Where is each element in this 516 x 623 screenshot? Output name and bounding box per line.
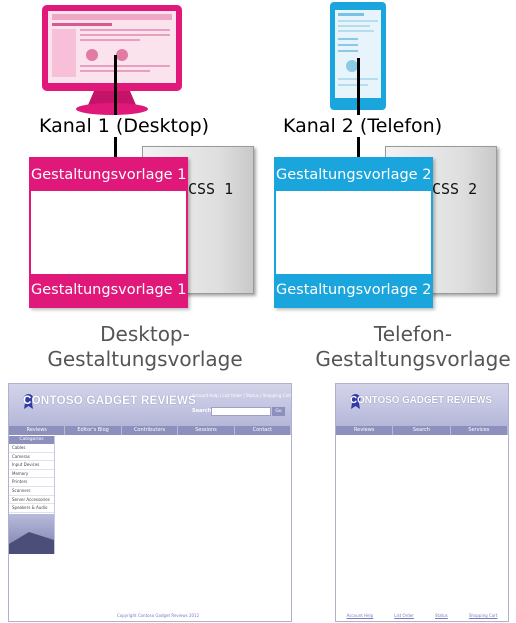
master-page-1-title-line1: Desktop- (100, 322, 190, 346)
category-item[interactable]: Cameras (9, 453, 54, 462)
desktop-search-input[interactable] (211, 407, 271, 416)
phone-footer-link-0[interactable]: Account Help (346, 613, 374, 618)
desktop-nav-item-0[interactable]: Reviews (9, 426, 66, 435)
desktop-site-logo: CONTOSO GADGET REVIEWS (23, 395, 197, 407)
category-item[interactable]: Scanners (9, 487, 54, 496)
desktop-nav-item-3[interactable]: Sessions (178, 426, 235, 435)
phone-site-logo: CONTOSO GADGET REVIEWS (350, 395, 492, 406)
master-page-2-header: Gestaltungsvorlage 2 (276, 159, 431, 191)
master-page-1-title: Desktop- Gestaltungsvorlage (40, 322, 250, 372)
category-item[interactable]: Server Accessories (9, 496, 54, 505)
master-page-2-title-line2: Gestaltungsvorlage (315, 347, 511, 371)
css-label-1: CSS 1 (188, 180, 234, 198)
contoso-logo-icon-phone (349, 393, 362, 413)
css-label-2: CSS 2 (432, 180, 478, 198)
desktop-nav-item-4[interactable]: Contact (235, 426, 292, 435)
desktop-footer: Copyright Contoso Gadget Reviews 2012 (117, 613, 200, 618)
connector-line-phone (357, 58, 360, 159)
category-item[interactable]: Printers (9, 478, 54, 487)
master-page-1-footer: Gestaltungsvorlage 1 (31, 274, 186, 306)
category-item[interactable]: Memory (9, 470, 54, 479)
master-page-1: Gestaltungsvorlage 1 Gestaltungsvorlage … (29, 157, 188, 308)
master-page-1-header: Gestaltungsvorlage 1 (31, 159, 186, 191)
desktop-nav-item-1[interactable]: Editor's Blog (65, 426, 122, 435)
category-item[interactable]: Input Devices (9, 461, 54, 470)
connector-line-desktop (114, 55, 117, 159)
phone-footer-links: Account Help List Order Status Shopping Car… (336, 613, 508, 619)
contoso-logo-icon (22, 393, 35, 413)
category-item[interactable]: Speakers & Audio (9, 504, 54, 513)
phone-nav-item-1[interactable]: Search (393, 426, 451, 435)
desktop-search-label: Search (192, 408, 212, 414)
master-page-2: Gestaltungsvorlage 2 Gestaltungsvorlage … (274, 157, 433, 308)
phone-footer-link-1[interactable]: List Order (394, 613, 414, 618)
master-page-2-footer: Gestaltungsvorlage 2 (276, 274, 431, 306)
desktop-top-links[interactable]: Account Help | List Order | Status | Sho… (192, 393, 292, 398)
desktop-nav-item-2[interactable]: Contributors (122, 426, 179, 435)
category-item[interactable]: Cables (9, 444, 54, 453)
master-page-2-title: Telefon- Gestaltungsvorlage (310, 322, 516, 372)
phone-site-header: CONTOSO GADGET REVIEWS (336, 384, 508, 426)
master-page-1-title-line2: Gestaltungsvorlage (47, 347, 243, 371)
master-page-2-title-line1: Telefon- (373, 322, 453, 346)
desktop-site-header: CONTOSO GADGET REVIEWS Account Help | Li… (9, 384, 291, 426)
sidebar-image (9, 514, 54, 554)
desktop-monitor-icon (42, 5, 182, 117)
desktop-search-button[interactable]: Go (272, 407, 285, 416)
phone-footer-link-3[interactable]: Shopping Cart (468, 613, 498, 618)
phone-nav-item-0[interactable]: Reviews (336, 426, 394, 435)
channel-label-desktop: Kanal 1 (Desktop) (37, 115, 212, 137)
categories-heading: Categories (9, 436, 54, 444)
channel-label-phone: Kanal 2 (Telefon) (281, 115, 445, 137)
phone-footer-link-2[interactable]: Status (435, 613, 448, 618)
phone-nav-item-2[interactable]: Services (451, 426, 508, 435)
desktop-site-preview: CONTOSO GADGET REVIEWS Account Help | Li… (8, 383, 292, 622)
